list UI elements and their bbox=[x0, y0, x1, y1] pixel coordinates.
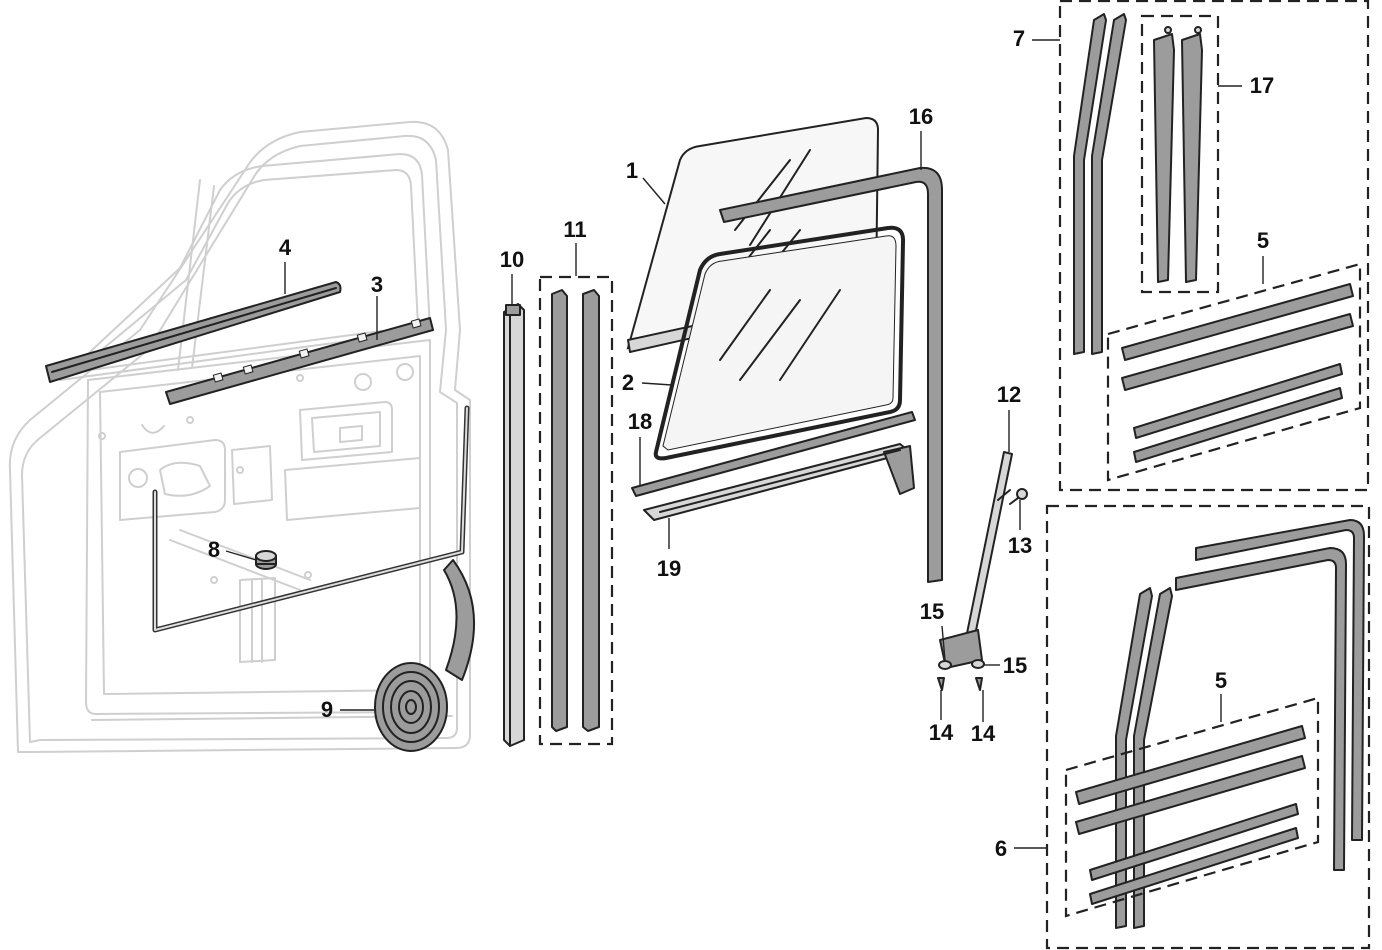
kit-7-box bbox=[1058, 0, 1370, 492]
door-edge-seal bbox=[152, 405, 470, 633]
callout-10: 10 bbox=[500, 247, 524, 272]
washer-15b bbox=[971, 659, 985, 669]
vent-run-channels-7 bbox=[1073, 13, 1127, 355]
belt-strips-5a bbox=[1121, 283, 1354, 463]
callout-18: 18 bbox=[628, 409, 652, 434]
inner-belt-weatherstrip bbox=[165, 317, 434, 405]
kit-5b-box bbox=[1064, 696, 1320, 918]
callout-12: 12 bbox=[997, 382, 1021, 407]
vent-channels-17 bbox=[1153, 26, 1203, 283]
callout-6: 6 bbox=[995, 836, 1007, 861]
washer-15a bbox=[938, 660, 952, 670]
callout-3: 3 bbox=[371, 272, 383, 297]
division-bar bbox=[939, 451, 1013, 669]
screw-13 bbox=[1009, 488, 1028, 505]
kit-17-box bbox=[1140, 14, 1220, 294]
outer-belt-weatherstrip bbox=[45, 281, 342, 383]
callout-1: 1 bbox=[626, 158, 638, 183]
inner-sill-seal bbox=[631, 411, 916, 497]
callout-17: 17 bbox=[1250, 73, 1274, 98]
callout-7: 7 bbox=[1013, 26, 1025, 51]
vertical-run-channel bbox=[503, 303, 525, 747]
run-channel-pair bbox=[538, 275, 614, 746]
door-shell-illustration bbox=[8, 120, 471, 753]
callout-16: 16 bbox=[909, 104, 933, 129]
belt-strips-5b bbox=[1075, 725, 1306, 905]
callout-labels: 1 2 3 4 5 5 6 7 8 9 10 11 12 13 14 14 15… bbox=[208, 26, 1274, 861]
glass-run-seal bbox=[653, 225, 906, 461]
door-plug bbox=[255, 550, 277, 570]
callout-9: 9 bbox=[321, 697, 333, 722]
glass-run-channels-6 bbox=[1115, 519, 1365, 929]
window-bottom-channel bbox=[643, 443, 915, 521]
screw-14b bbox=[975, 677, 983, 691]
callout-19: 19 bbox=[657, 556, 681, 581]
callout-11: 11 bbox=[563, 217, 586, 242]
callout-4: 4 bbox=[279, 235, 292, 260]
leader-lines bbox=[225, 39, 1264, 849]
callout-5b: 5 bbox=[1215, 668, 1227, 693]
callout-5a: 5 bbox=[1257, 228, 1269, 253]
glass-run-channel bbox=[719, 166, 943, 583]
callout-8: 8 bbox=[208, 537, 220, 562]
callout-15a: 15 bbox=[920, 599, 944, 624]
callout-2: 2 bbox=[622, 370, 634, 395]
callout-13: 13 bbox=[1008, 533, 1032, 558]
seal-roll bbox=[374, 559, 476, 752]
screw-14a bbox=[937, 677, 945, 691]
callout-14a: 14 bbox=[929, 720, 954, 745]
callout-15b: 15 bbox=[1003, 653, 1027, 678]
callout-14b: 14 bbox=[971, 721, 996, 746]
kit-6-box bbox=[1045, 504, 1371, 950]
kit-5a-box bbox=[1106, 262, 1362, 482]
